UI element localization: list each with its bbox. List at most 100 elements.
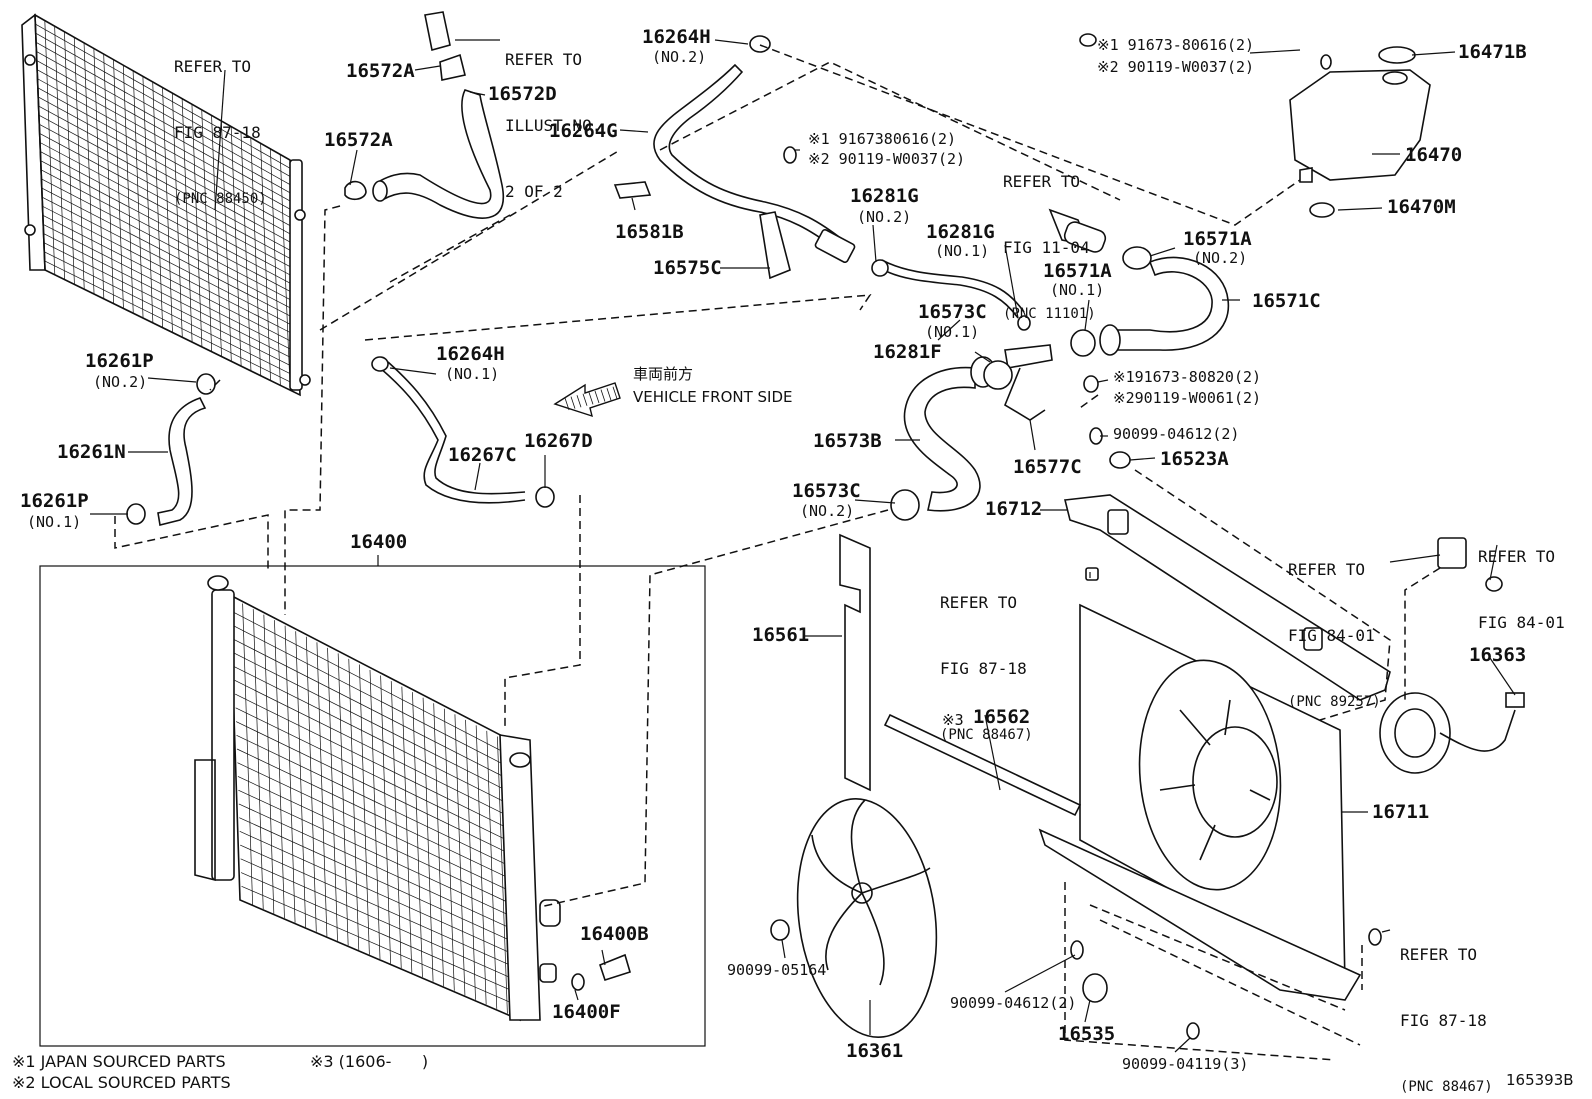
part-label: 16470 (1405, 144, 1463, 166)
part-label: ※1 91673-80616(2) (1097, 36, 1255, 54)
part-label: 16361 (846, 1040, 904, 1062)
part-label: 16264H (642, 26, 711, 48)
part-label: 16535 (1058, 1023, 1116, 1045)
ref-fig8718b: REFER TO FIG 87-18 (PNC 88467) (1400, 900, 1493, 1099)
part-label: 16281G (926, 221, 995, 243)
ref-condenser: REFER TO FIG 87-18 (PNC 88450) (174, 12, 267, 232)
part-label: ※2 90119-W0037(2) (1097, 58, 1255, 76)
ref-line: REFER TO (940, 593, 1018, 612)
ref-line: REFER TO (1003, 172, 1081, 191)
part-label: ※2 90119-W0037(2) (808, 150, 966, 168)
part-label: ※290119-W0061(2) (1113, 389, 1262, 407)
part-label: 16400F (552, 1001, 621, 1023)
part-label: 16363 (1469, 644, 1527, 666)
part-label: 16281F (873, 341, 942, 363)
footnote-local: ※2 LOCAL SOURCED PARTS (12, 1073, 231, 1092)
fan-motor (1379, 692, 1525, 774)
part-label: 16261N (57, 441, 126, 463)
part-label: 16573C (792, 480, 861, 502)
part-label: ※191673-80820(2) (1113, 368, 1262, 386)
part-label: 16575C (653, 257, 722, 279)
ref-line: REFER TO (505, 50, 583, 69)
part-label: 16267C (448, 444, 517, 466)
part-sublabel: (NO.1) (935, 242, 990, 260)
ref-line: REFER TO (1400, 945, 1478, 964)
seal-16561 (839, 533, 871, 792)
ref-line: FIG 84-01 (1288, 626, 1375, 645)
ref-illust: REFER TO ILLUST NO. 2 OF 2 (505, 5, 601, 225)
part-sublabel: (NO.1) (27, 513, 82, 531)
upper-bracket (1064, 451, 1391, 701)
part-sublabel: (NO.1) (1050, 281, 1105, 299)
part-label: 16572A (324, 129, 393, 151)
part-label: 16561 (752, 624, 810, 646)
ref-line: REFER TO (1478, 547, 1556, 566)
part-sublabel: (NO.2) (652, 48, 707, 66)
part-label: 16470M (1387, 196, 1456, 218)
condenser-illustration (21, 13, 311, 397)
part-label: 16562 (973, 706, 1031, 728)
footnote-japan: ※1 JAPAN SOURCED PARTS (12, 1052, 226, 1071)
part-label: 90099-04612(2) (950, 994, 1077, 1012)
diagram-id: 165393B (1506, 1071, 1574, 1089)
ref-line: FIG 84-01 (1478, 613, 1565, 632)
part-label: ※1 9167380616(2) (808, 130, 957, 148)
part-label: 16581B (615, 221, 684, 243)
radiator-illustration (194, 575, 561, 1022)
part-sublabel: (NO.1) (445, 365, 500, 383)
ref-line: (PNC 11101) (1003, 306, 1096, 322)
part-label: 16573B (813, 430, 882, 452)
part-sublabel: (NO.2) (93, 373, 148, 391)
part-sublabel: (NO.1) (925, 323, 980, 341)
small-fasteners (571, 33, 1503, 1040)
ref-line: REFER TO (174, 57, 252, 76)
ref-line: (PNC 88467) (940, 727, 1033, 743)
part-label: ※3 (942, 711, 964, 729)
ref-fig8718a: REFER TO FIG 87-18 (PNC 88467) (940, 548, 1033, 768)
part-label: 16261P (20, 490, 89, 512)
part-label: 16573C (918, 301, 987, 323)
reservoir-tank (1289, 46, 1431, 218)
ref-fig8401a: REFER TO FIG 84-01 (PNC 89257) (1288, 515, 1381, 735)
seal-16562 (883, 713, 1082, 817)
part-label: 16712 (985, 498, 1043, 520)
part-label: 16471B (1458, 41, 1527, 63)
ref-line: (PNC 89257) (1288, 694, 1381, 710)
part-sublabel: (NO.2) (857, 208, 912, 226)
ref-fig1104: REFER TO FIG 11-04 (PNC 11101) (1003, 127, 1096, 347)
part-label: 16711 (1372, 801, 1430, 823)
part-label: 90099-05164 (727, 961, 827, 979)
part-label: 16571A (1043, 260, 1112, 282)
leader-lines (90, 39, 1516, 1053)
vehicle-front-label-en: VEHICLE FRONT SIDE (633, 388, 793, 406)
ref-line: (PNC 88450) (174, 191, 267, 207)
part-label: 16261P (85, 350, 154, 372)
footnote-3: ※3 (1606- ) (310, 1052, 429, 1071)
vehicle-front-label-jp: 車両前方 (633, 365, 694, 383)
ref-line: FIG 87-18 (940, 659, 1027, 678)
part-label: 16571C (1252, 290, 1321, 312)
part-sublabel: (NO.2) (800, 502, 855, 520)
part-label: 16523A (1160, 448, 1229, 470)
part-label: 16572A (346, 60, 415, 82)
vehicle-front-arrow (553, 382, 621, 418)
part-label: 16267D (524, 430, 593, 452)
part-sublabel: (NO.2) (1193, 249, 1248, 267)
part-label: 90099-04612(2) (1113, 425, 1240, 443)
fan-blade (796, 797, 938, 1039)
part-label: 90099-04119(3) (1122, 1055, 1249, 1073)
ref-line: FIG 87-18 (174, 123, 261, 142)
part-label: 16571A (1183, 228, 1252, 250)
part-label: 16264H (436, 343, 505, 365)
radiator-assembly-frame (39, 565, 706, 1047)
ref-line: ILLUST NO. (505, 116, 602, 135)
ref-line: 2 OF 2 (505, 182, 563, 201)
ref-line: (PNC 88467) (1400, 1079, 1493, 1095)
part-label: 16577C (1013, 456, 1082, 478)
ref-line: REFER TO (1288, 560, 1366, 579)
part-label: 16264G (549, 120, 618, 142)
part-label: 16400 (350, 531, 408, 553)
part-label: 16400B (580, 923, 649, 945)
